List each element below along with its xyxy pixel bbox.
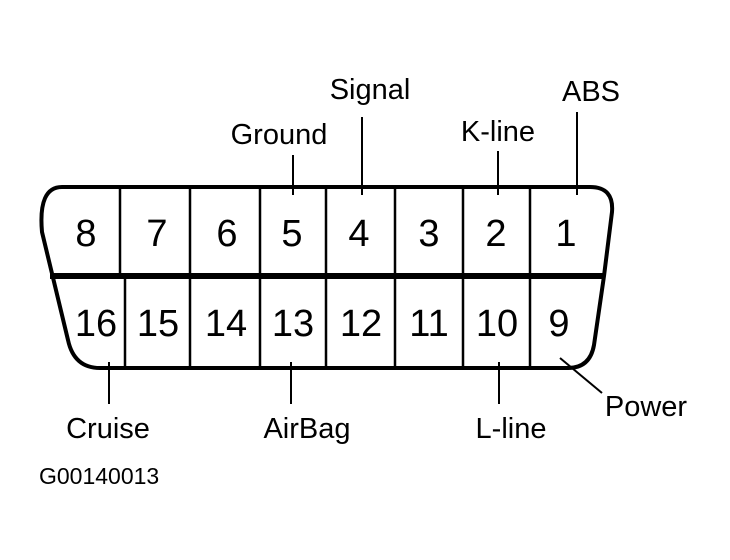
pin-4: 4 (348, 213, 369, 255)
pin-2: 2 (485, 213, 506, 255)
pin-7: 7 (146, 213, 167, 255)
connector-outline (39, 185, 615, 370)
pin-15: 15 (137, 303, 179, 345)
pin-1: 1 (555, 213, 576, 255)
pin-12: 12 (340, 303, 382, 345)
pin-16: 16 (75, 303, 117, 345)
label-abs: ABS (562, 76, 620, 108)
pin-14: 14 (205, 303, 247, 345)
label-cruise: Cruise (66, 413, 150, 445)
label-ground: Ground (231, 119, 328, 151)
pin-10: 10 (476, 303, 518, 345)
label-l-line: L-line (476, 413, 547, 445)
leader-power (559, 357, 603, 394)
pin-11: 11 (409, 303, 448, 345)
figure-code: G00140013 (39, 463, 159, 489)
pin-13: 13 (272, 303, 314, 345)
pin-9: 9 (548, 303, 569, 345)
pin-5: 5 (281, 213, 302, 255)
pin-8: 8 (75, 213, 96, 255)
bottom-row-separators (123, 276, 532, 368)
pin-6: 6 (216, 213, 237, 255)
label-signal: Signal (330, 74, 411, 106)
top-row-separators (118, 187, 532, 276)
leader-lines (108, 112, 603, 404)
label-airbag: AirBag (263, 413, 350, 445)
label-power: Power (605, 391, 688, 423)
pin-3: 3 (418, 213, 439, 255)
label-k-line: K-line (461, 116, 535, 148)
